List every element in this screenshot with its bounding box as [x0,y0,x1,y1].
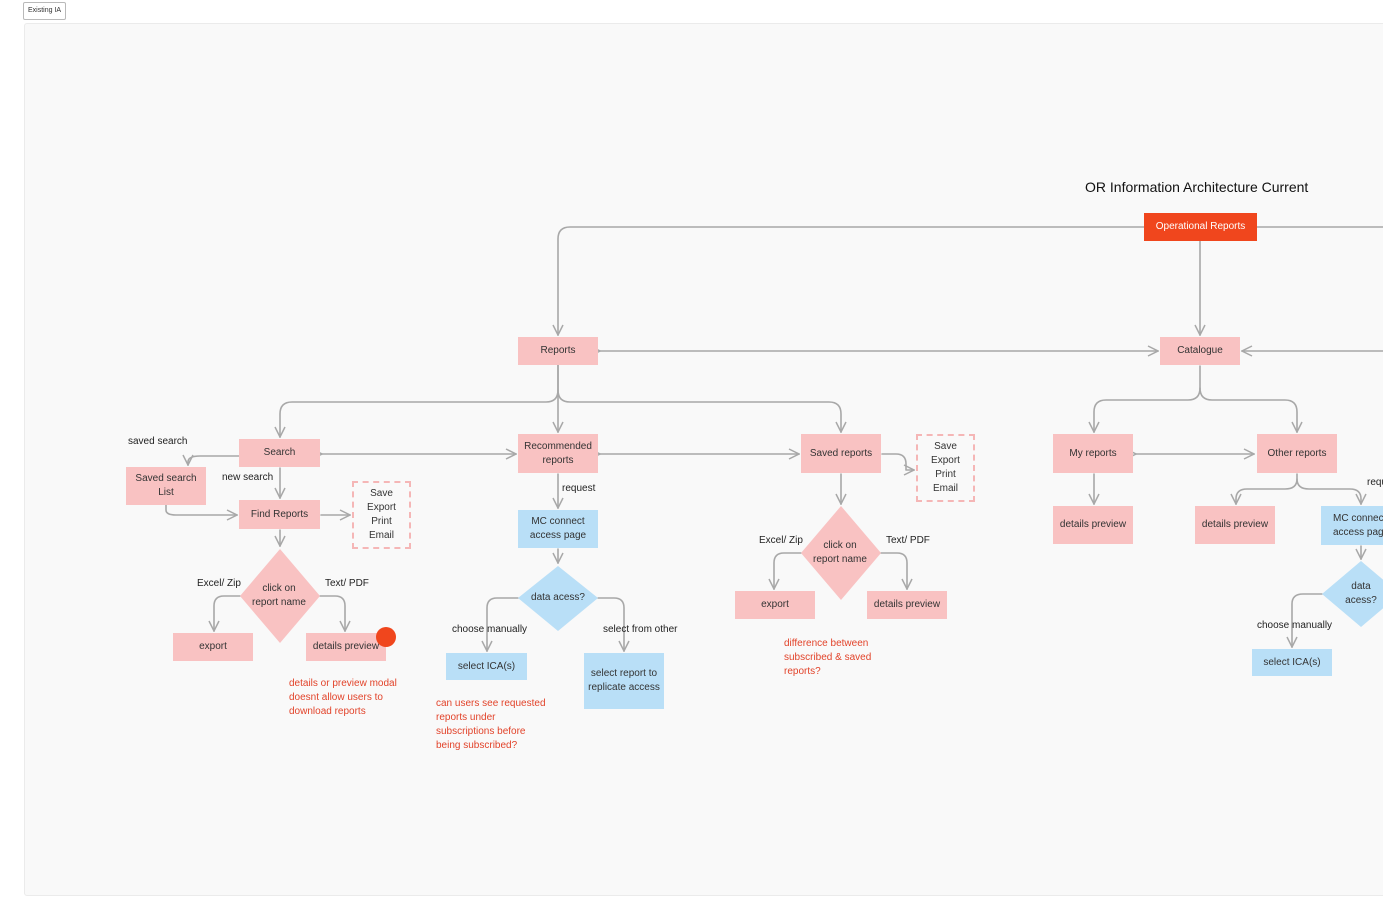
line-click-export-mid [774,552,802,589]
edge-label-choose-manually-right: choose manually [1257,620,1333,631]
edge-label-excel-zip-left: Excel/ Zip [197,578,241,589]
frame-tag[interactable]: Existing IA [23,2,67,20]
node-details-preview-left[interactable]: details preview [306,633,386,661]
line-other-mc [1296,478,1361,504]
node-my-reports[interactable]: My reports [1053,434,1133,473]
line-search-savedlist [188,456,241,465]
label-click-report-left: click on report name [252,583,306,608]
line-other-details [1236,473,1298,504]
node-export-left[interactable]: export [173,633,253,661]
node-recommended-reports[interactable]: Recommended reports [518,434,598,473]
edge-label-request-left: request [562,483,596,494]
node-details-preview-mid[interactable]: details preview [867,591,947,619]
edge-label-choose-manually-left: choose manually [452,624,528,635]
node-details-preview-my[interactable]: details preview [1053,506,1133,544]
edge-label-text-pdf-left: Text/ PDF [325,578,369,589]
line-reports-to-saved [557,389,841,432]
diamond-data-access-right [1322,561,1383,627]
node-select-report-replicate[interactable]: select report to replicate access [584,653,664,709]
diagram-title: OR Information Architecture Current [1085,179,1309,195]
node-operational-reports[interactable]: Operational Reports [1144,213,1257,241]
diamond-data-access-left [518,566,598,631]
edge-label-new-search: new search [222,472,274,483]
node-actions-left[interactable]: Save Export Print Email [352,481,411,549]
node-actions-right[interactable]: Save Export Print Email [916,434,975,502]
note-details-preview-modal: details or preview modal doesnt allow us… [289,678,397,717]
line-catalogue-other [1199,387,1297,432]
line-data-ica-right [1292,593,1323,647]
comment-marker[interactable] [376,627,396,647]
edge-label-excel-zip-mid: Excel/ Zip [759,535,803,546]
line-savedlist-find [165,504,237,515]
diamond-click-report-left [240,549,320,643]
label-data-access-left: data acess? [531,592,585,603]
line-op-to-reports [558,226,1145,335]
node-mc-connect-right[interactable]: MC connect access page [1321,506,1383,545]
line-click-export-left [214,595,241,631]
node-search[interactable]: Search [239,439,320,467]
note-subscribed-saved: difference between subscribed & saved re… [784,638,872,677]
edge-label-saved-search: saved search [128,436,188,447]
diamond-click-report-mid [801,506,881,600]
node-select-ica-right[interactable]: select ICA(s) [1252,649,1332,676]
node-details-preview-other[interactable]: details preview [1195,506,1275,544]
line-catalogue-my [1094,365,1201,432]
edge-label-text-pdf-mid: Text/ PDF [886,535,930,546]
line-click-details-mid [880,552,907,589]
node-other-reports[interactable]: Other reports [1257,434,1337,473]
node-export-mid[interactable]: export [735,591,815,619]
node-reports[interactable]: Reports [518,337,598,365]
line-saved-actions [881,453,914,470]
node-find-reports[interactable]: Find Reports [239,500,320,529]
node-mc-connect-left[interactable]: MC connect access page [518,510,598,548]
label-click-report-mid: click on report name [813,540,867,565]
label-data-access-right: data acess? [1345,581,1377,606]
edge-label-request-right: requ [1367,477,1383,488]
line-click-details-left [319,595,345,631]
line-data-ica-left [487,597,519,651]
line-data-replicate [597,597,624,651]
node-select-ica-left[interactable]: select ICA(s) [446,653,527,680]
node-saved-reports[interactable]: Saved reports [801,434,881,473]
node-catalogue[interactable]: Catalogue [1160,337,1240,365]
note-requested-reports: can users see requested reports under su… [436,698,546,751]
edge-label-select-from-other: select from other [603,624,678,635]
node-saved-search-list[interactable]: Saved search List [126,467,206,505]
